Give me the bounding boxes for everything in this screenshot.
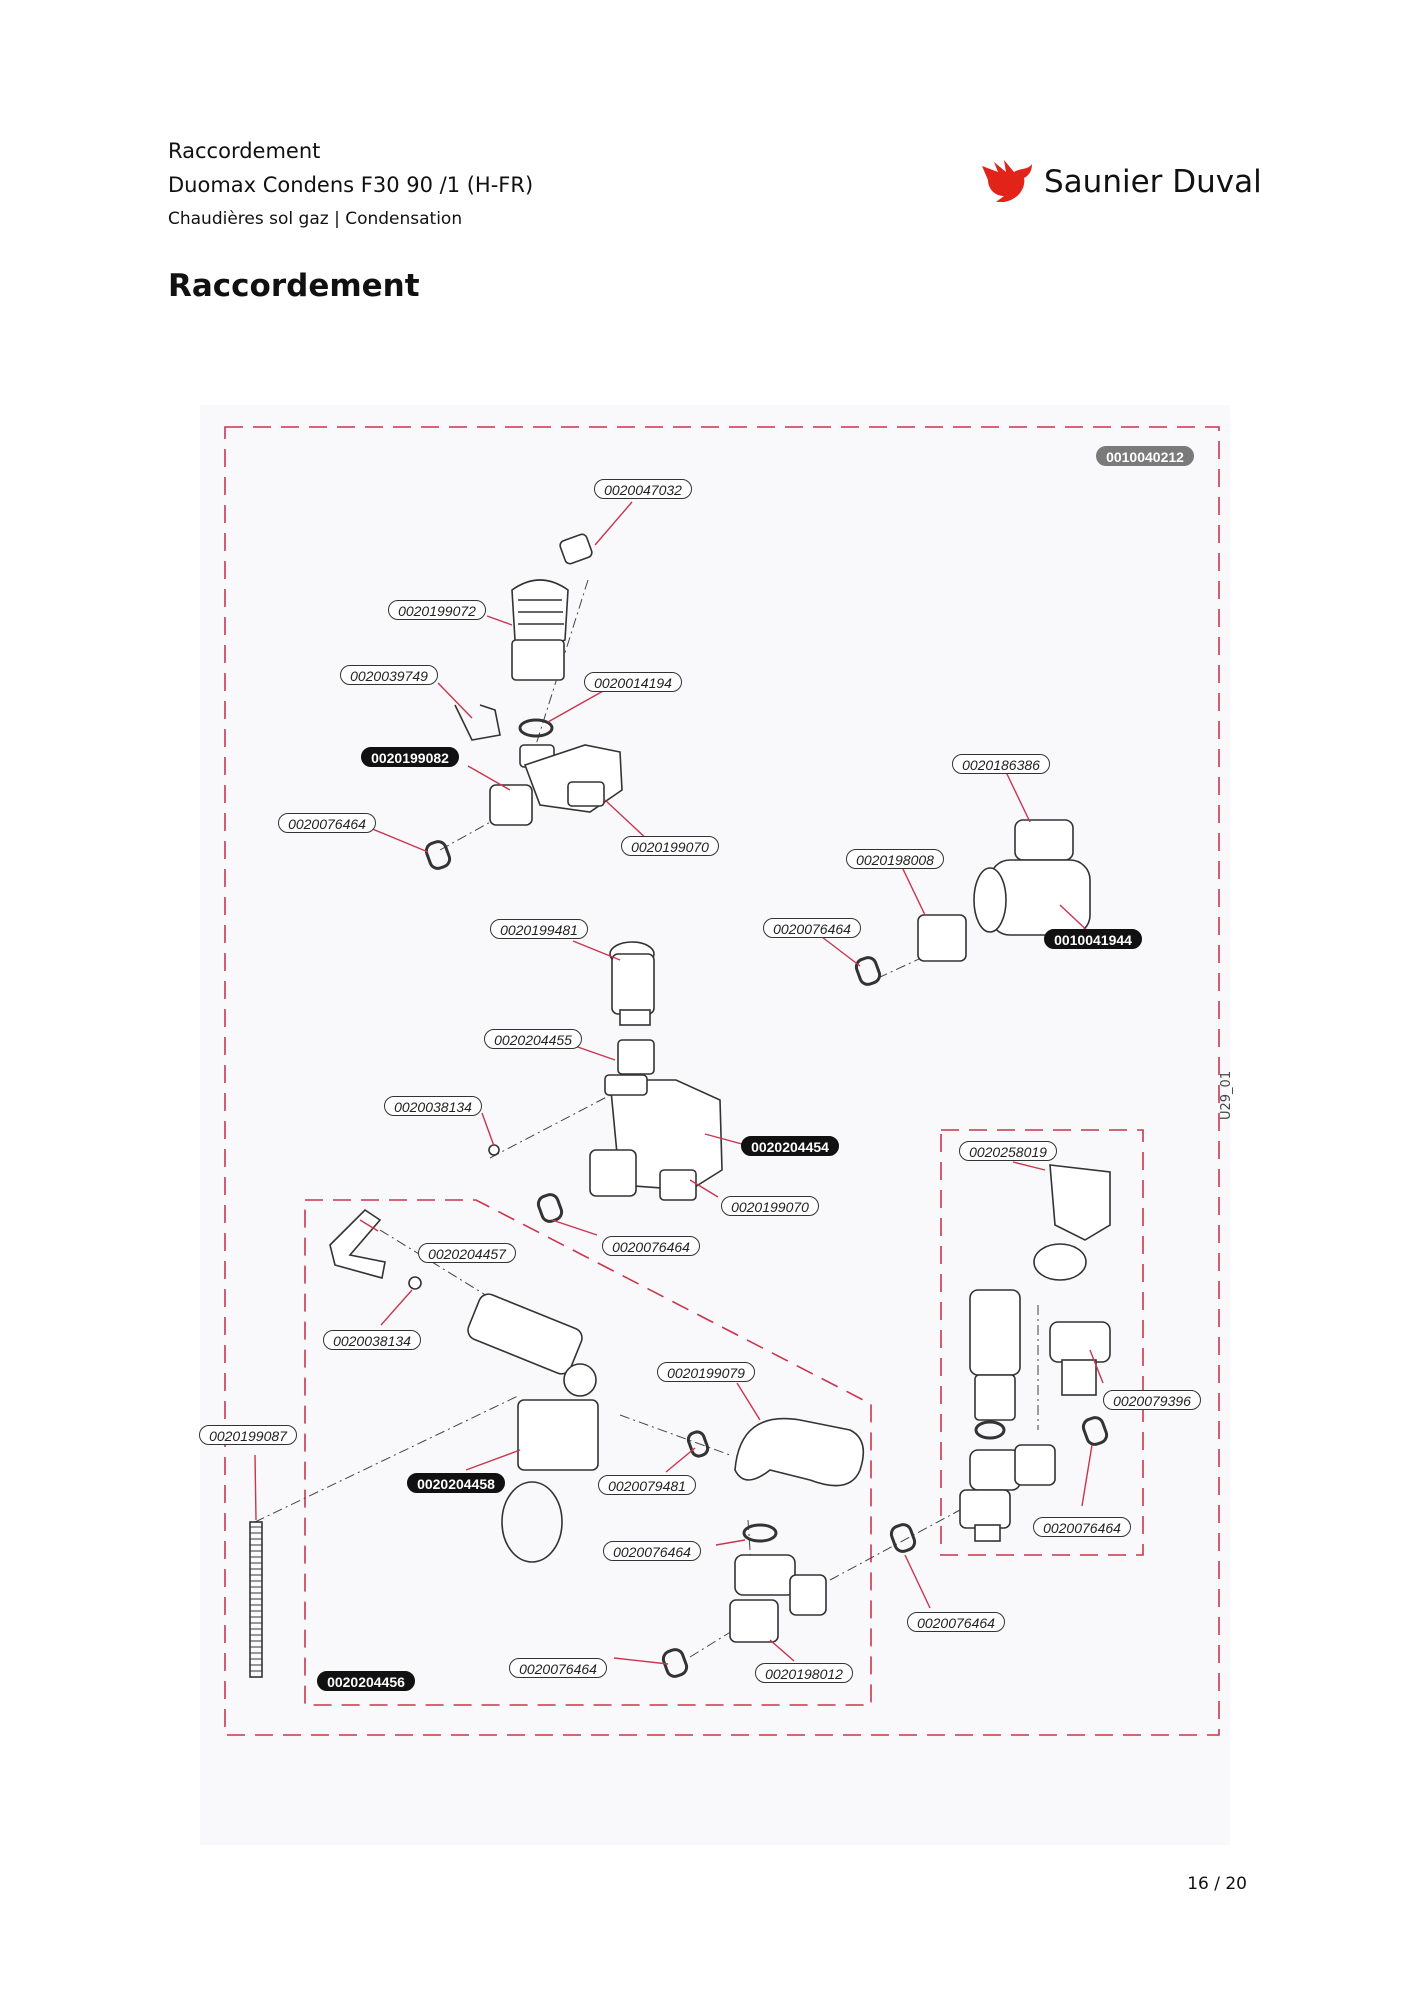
solenoid-valve-part	[467, 1293, 599, 1563]
gasket-part	[424, 840, 452, 870]
part-callout: 0020199082	[361, 747, 459, 767]
part-callout: 0020199070	[621, 836, 719, 856]
inner-frame-right	[940, 1129, 1144, 1556]
part-callout: 0020204454	[741, 1136, 839, 1156]
bird-logo-icon	[982, 160, 1032, 202]
part-callout: 0020204458	[407, 1473, 505, 1493]
model-name: Duomax Condens F30 90 /1 (H-FR)	[168, 173, 534, 197]
part-callout: 0020076464	[278, 813, 376, 833]
outer-frame	[224, 426, 1220, 1736]
part-callout: 0020199087	[199, 1425, 297, 1445]
part-callout: 0020199072	[388, 600, 486, 620]
document-header: Raccordement Duomax Condens F30 90 /1 (H…	[168, 134, 533, 236]
page-number: 16 / 20	[1187, 1874, 1247, 1894]
tee-fitting-part	[729, 1554, 827, 1643]
part-callout: 0020199481	[490, 919, 588, 939]
o-ring-part	[518, 718, 554, 738]
part-callout: 0020047032	[594, 479, 692, 499]
gasket-part	[536, 1193, 564, 1223]
part-callout: 0020039749	[340, 665, 438, 685]
part-callout: 0020199079	[657, 1362, 755, 1382]
part-callout: 0020076464	[907, 1612, 1005, 1632]
threaded-rod-part	[249, 1521, 263, 1678]
valve-body-top-part	[489, 744, 623, 826]
brand-name: Saunier Duval	[1044, 164, 1262, 200]
part-callout: 0020204456	[317, 1671, 415, 1691]
part-callout: 0020038134	[323, 1330, 421, 1350]
part-callout: 0020199070	[721, 1196, 819, 1216]
part-callout: 0020076464	[603, 1541, 701, 1561]
elbow-fitting-part	[1033, 1164, 1111, 1396]
part-callout: 0020198012	[755, 1663, 853, 1683]
part-callout: 0020186386	[952, 754, 1050, 774]
part-callout: 0020258019	[959, 1141, 1057, 1161]
gasket-part	[854, 956, 882, 986]
o-ring-part	[974, 1420, 1006, 1440]
brand-logo: Saunier Duval	[980, 158, 1262, 206]
part-callout: 0020076464	[1033, 1517, 1131, 1537]
part-callout: 0020014194	[584, 672, 682, 692]
part-callout: 0020079396	[1103, 1390, 1201, 1410]
filling-tap-part	[959, 1444, 1056, 1542]
part-callout: 0010041944	[1044, 929, 1142, 949]
ball-valve-part	[917, 819, 1091, 962]
clip-part	[454, 704, 501, 741]
check-valve-part	[969, 1289, 1021, 1421]
part-callout: 0020076464	[763, 918, 861, 938]
category-name: Chaudières sol gaz | Condensation	[168, 209, 463, 229]
gasket-part	[889, 1523, 917, 1553]
u-pipe-part	[734, 1417, 865, 1487]
washer-part	[488, 1144, 500, 1156]
gasket-part	[686, 1430, 710, 1458]
part-callout: 0010040212	[1096, 446, 1194, 466]
gasket-part	[661, 1648, 689, 1678]
bypass-pipe-part	[329, 1208, 386, 1280]
part-callout: 0020076464	[602, 1236, 700, 1256]
washer-part	[408, 1276, 422, 1290]
part-callout: 0020198008	[846, 849, 944, 869]
inner-frame-left	[304, 1199, 872, 1706]
o-ring-part	[742, 1523, 778, 1543]
pressure-sensor-part	[609, 941, 655, 1026]
part-callout: 0020204455	[484, 1029, 582, 1049]
drawing-code: U29_01	[1219, 1071, 1234, 1120]
part-callout: 0020079481	[598, 1475, 696, 1495]
hydraulic-block-part	[589, 1039, 723, 1201]
safety-valve-part	[511, 579, 569, 681]
fill-valve-cap-part	[559, 533, 593, 565]
page-title: Raccordement	[168, 268, 420, 304]
part-callout: 0020076464	[509, 1658, 607, 1678]
section-name: Raccordement	[168, 139, 321, 163]
part-callout: 0020204457	[418, 1243, 516, 1263]
part-callout: 0020038134	[384, 1096, 482, 1116]
gasket-part	[1081, 1416, 1109, 1446]
